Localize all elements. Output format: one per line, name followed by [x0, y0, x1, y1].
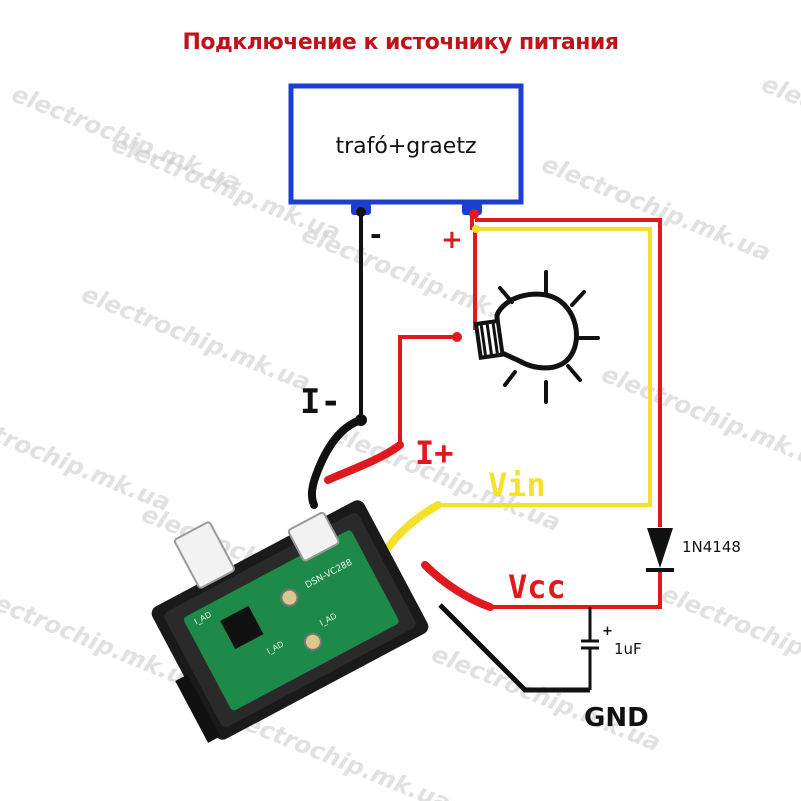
vin-label: Vin — [488, 466, 546, 504]
watermark: electrochip.mk.ua — [598, 360, 801, 477]
thick-yellow-lead — [381, 501, 442, 556]
vcc-label: Vcc — [508, 568, 566, 606]
minus-label: - — [370, 218, 382, 251]
diode-icon: 1N4148 — [646, 528, 741, 572]
connector-voltage — [287, 511, 340, 562]
thick-black-lead — [307, 416, 365, 509]
wire-junction — [452, 332, 462, 342]
i-plus-label: I+ — [415, 434, 454, 472]
diode-label: 1N4148 — [682, 538, 741, 556]
watermark: electrochip.mk.ua — [538, 150, 775, 267]
red-wire-segment — [475, 218, 662, 527]
power-supply-label: trafó+graetz — [336, 134, 477, 159]
trimmer — [303, 632, 322, 651]
bulb-glass — [494, 291, 579, 371]
i-minus-wire — [307, 207, 367, 509]
gnd-label: GND — [584, 703, 649, 733]
thick-red-lead — [421, 561, 494, 611]
bulb-rays — [498, 270, 600, 404]
power-supply-box: trafó+graetz - + — [288, 83, 524, 255]
wire-junction — [472, 225, 480, 233]
page-title: Подключение к источнику питания — [182, 30, 619, 55]
yellow-wire-segment — [438, 227, 652, 507]
wire-junction — [469, 209, 479, 219]
gnd-wire — [438, 603, 590, 693]
plus-label: + — [441, 225, 463, 255]
capacitor-plus-label: + — [602, 624, 613, 639]
watermark: electrochip.mk.ua — [758, 70, 801, 187]
i-plus-wire — [324, 332, 462, 484]
diode-body — [647, 528, 673, 568]
capacitor-label: 1uF — [614, 640, 642, 658]
trimmer — [280, 588, 299, 607]
voltmeter-module: DSN-VC288 I_AD I_AD I_AD — [151, 500, 429, 743]
thick-red-lead — [324, 441, 404, 484]
i-minus-label: I- — [300, 382, 341, 422]
chip — [220, 605, 264, 650]
light-bulb-icon — [473, 270, 600, 404]
watermark: electrochip.mk.ua — [658, 580, 801, 697]
black-wire-segment — [438, 603, 590, 693]
red-wire-segment — [490, 571, 662, 609]
power-supply-frame — [288, 83, 524, 205]
watermark: electrochip.mk.ua — [78, 280, 315, 397]
vin-wire — [381, 225, 652, 556]
red-wire-segment — [398, 335, 455, 445]
wire-junction — [356, 207, 366, 217]
module-pcb — [184, 530, 399, 711]
connector-current — [173, 521, 236, 589]
capacitor-icon: + 1uF — [581, 607, 642, 690]
vcc-supply-wire — [421, 218, 662, 611]
